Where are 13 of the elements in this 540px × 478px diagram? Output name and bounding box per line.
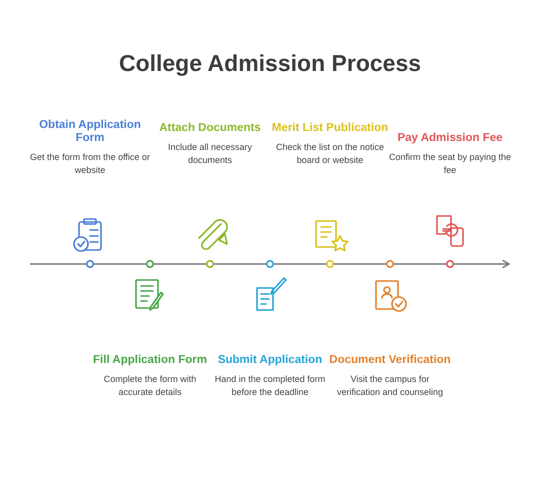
step-title: Pay Admission Fee: [397, 132, 503, 145]
step-description: Hand in the completed form before the deadline: [214, 373, 326, 398]
step-description: Confirm the seat by paying the fee: [388, 151, 512, 176]
step-title: Submit Application: [218, 354, 322, 367]
diagram-title: College Admission Process: [118, 50, 422, 77]
step-title: Obtain Application Form: [38, 119, 142, 145]
step-title: Fill Application Form: [93, 354, 207, 367]
step-title: Document Verification: [329, 354, 451, 367]
step-description: Visit the campus for verification and counseling: [336, 373, 444, 398]
step-description: Complete the form with accurate details: [102, 373, 198, 398]
step-title: Attach Documents: [159, 122, 261, 135]
step-title: Merit List Publication: [272, 122, 388, 135]
step-description: Get the form from the office or website: [29, 151, 151, 176]
